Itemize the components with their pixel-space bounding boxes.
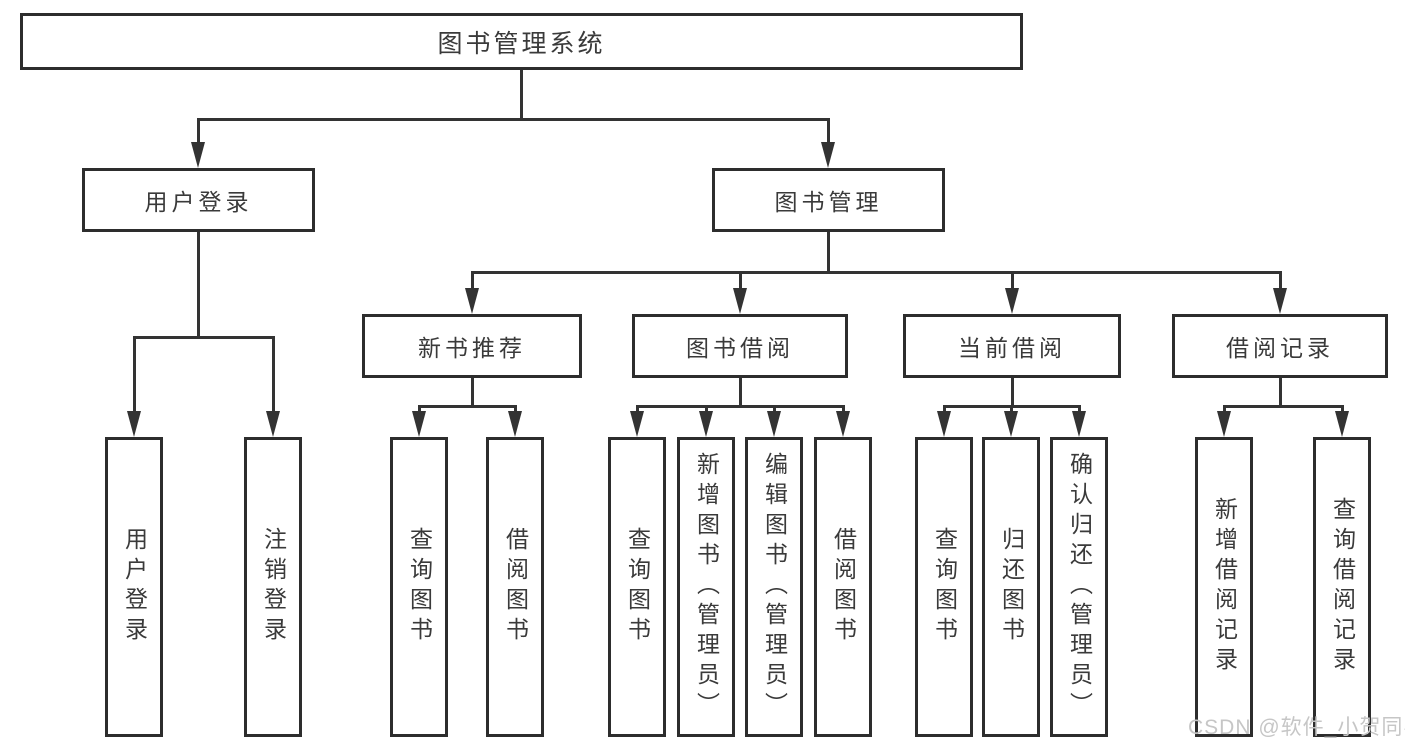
arrowhead-br-query <box>1335 411 1349 437</box>
leaf-add-book-admin-label: 新增图书（管理员） <box>693 452 720 722</box>
connector-user-login-stub <box>197 232 200 338</box>
leaf-query-borrow-record: 查询借阅记录 <box>1313 437 1371 737</box>
leaf-confirm-return-admin: 确认归还（管理员） <box>1050 437 1108 737</box>
leaf-add-borrow-record-label: 新增借阅记录 <box>1211 497 1238 677</box>
arrowhead-bb-borrow <box>836 411 850 437</box>
connector-borrow-records-drop <box>1279 271 1282 291</box>
leaf-user-login-label: 用户登录 <box>121 527 148 647</box>
leaf-current-query-book: 查询图书 <box>915 437 973 737</box>
arrowhead-user-login <box>191 142 205 168</box>
watermark-csdn: CSDN @软件_小贺同学 <box>1188 716 1405 739</box>
arrowhead-cb-return <box>1004 411 1018 437</box>
leaf-newrec-query-book-label: 查询图书 <box>406 527 433 647</box>
connector-book-borrow-hline <box>636 405 844 408</box>
connector-br-add-drop <box>1223 405 1226 413</box>
leaf-current-query-book-label: 查询图书 <box>931 527 958 647</box>
leaf-logout-label: 注销登录 <box>260 527 287 647</box>
leaf-add-borrow-record: 新增借阅记录 <box>1195 437 1253 737</box>
connector-book-mgmt-stub <box>827 232 830 273</box>
leaf-newrec-borrow-book: 借阅图书 <box>486 437 544 737</box>
arrowhead-leaf-user-login <box>127 411 141 437</box>
connector-leaf-user-login-drop <box>133 336 136 414</box>
connector-current-borrow-drop <box>1011 271 1014 291</box>
connector-root-hline <box>197 118 830 121</box>
leaf-confirm-return-admin-label: 确认归还（管理员） <box>1066 452 1093 722</box>
node-book-management-label: 图书管理 <box>774 189 883 215</box>
connector-user-login-drop <box>197 118 200 145</box>
connector-new-book-rec-drop <box>471 271 474 291</box>
node-user-login-label: 用户登录 <box>144 189 253 215</box>
connector-root-stub <box>520 70 523 120</box>
connector-newrec-borrow-drop <box>514 405 517 413</box>
arrowhead-borrow-records <box>1273 288 1287 314</box>
connector-new-book-rec-stub <box>471 378 474 407</box>
arrowhead-newrec-query <box>412 411 426 437</box>
leaf-query-borrow-record-label: 查询借阅记录 <box>1329 497 1356 677</box>
node-new-book-recommendation-label: 新书推荐 <box>418 335 526 361</box>
leaf-borrow-query-book: 查询图书 <box>608 437 666 737</box>
node-root-library-system: 图书管理系统 <box>20 13 1023 70</box>
arrowhead-cb-query <box>937 411 951 437</box>
connector-leaf-logout-drop <box>272 336 275 414</box>
node-root-label: 图书管理系统 <box>437 29 606 58</box>
connector-br-query-drop <box>1341 405 1344 413</box>
arrowhead-book-borrow <box>733 288 747 314</box>
leaf-edit-book-admin-label: 编辑图书（管理员） <box>761 452 788 722</box>
connector-book-borrow-stub <box>739 378 742 407</box>
arrowhead-leaf-logout <box>266 411 280 437</box>
connector-book-mgmt-hline <box>471 271 1281 274</box>
arrowhead-br-add <box>1217 411 1231 437</box>
arrowhead-book-mgmt <box>821 142 835 168</box>
node-current-borrowing: 当前借阅 <box>903 314 1121 378</box>
connector-borrow-records-stub <box>1279 378 1282 407</box>
connector-newrec-query-drop <box>418 405 421 413</box>
arrowhead-bb-edit <box>767 411 781 437</box>
connector-bb-query-drop <box>636 405 639 413</box>
leaf-return-book: 归还图书 <box>982 437 1040 737</box>
node-borrowing-records: 借阅记录 <box>1172 314 1388 378</box>
arrowhead-bb-add <box>699 411 713 437</box>
connector-bb-edit-drop <box>773 405 776 413</box>
connector-bb-add-drop <box>705 405 708 413</box>
arrowhead-newrec-borrow <box>508 411 522 437</box>
arrowhead-cb-confirm <box>1072 411 1086 437</box>
connector-cb-query-drop <box>943 405 946 413</box>
node-book-borrowing: 图书借阅 <box>632 314 848 378</box>
leaf-return-book-label: 归还图书 <box>998 527 1025 647</box>
connector-current-borrow-stub <box>1011 378 1014 407</box>
leaf-user-login: 用户登录 <box>105 437 163 737</box>
connector-book-borrow-drop <box>739 271 742 291</box>
leaf-newrec-borrow-book-label: 借阅图书 <box>502 527 529 647</box>
arrowhead-bb-query <box>630 411 644 437</box>
node-book-borrowing-label: 图书借阅 <box>686 335 794 361</box>
connector-borrow-records-hline <box>1223 405 1343 408</box>
node-new-book-recommendation: 新书推荐 <box>362 314 582 378</box>
arrowhead-current-borrow <box>1005 288 1019 314</box>
connector-new-book-rec-hline <box>418 405 516 408</box>
leaf-borrow-query-book-label: 查询图书 <box>624 527 651 647</box>
connector-cb-return-drop <box>1010 405 1013 413</box>
leaf-logout: 注销登录 <box>244 437 302 737</box>
leaf-edit-book-admin: 编辑图书（管理员） <box>745 437 803 737</box>
node-current-borrowing-label: 当前借阅 <box>958 335 1066 361</box>
leaf-borrow-borrow-book: 借阅图书 <box>814 437 872 737</box>
connector-bb-borrow-drop <box>842 405 845 413</box>
node-borrowing-records-label: 借阅记录 <box>1226 335 1334 361</box>
node-user-login: 用户登录 <box>82 168 315 232</box>
arrowhead-new-book-rec <box>465 288 479 314</box>
leaf-add-book-admin: 新增图书（管理员） <box>677 437 735 737</box>
connector-book-mgmt-drop <box>827 118 830 145</box>
leaf-newrec-query-book: 查询图书 <box>390 437 448 737</box>
connector-cb-confirm-drop <box>1078 405 1081 413</box>
leaf-borrow-borrow-book-label: 借阅图书 <box>830 527 857 647</box>
node-book-management: 图书管理 <box>712 168 945 232</box>
connector-user-login-hline <box>133 336 274 339</box>
